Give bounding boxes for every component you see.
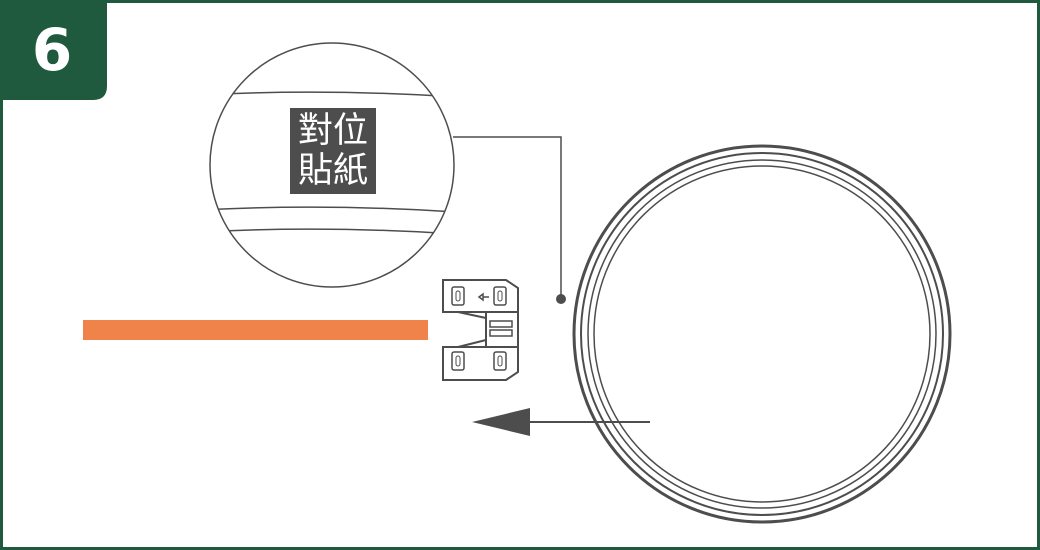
arrow-left-icon (472, 408, 650, 436)
leader-line (453, 136, 562, 299)
label-line-1: 對位 (297, 111, 368, 151)
step-number: 6 (31, 16, 73, 84)
label-line-2: 貼紙 (297, 151, 368, 191)
alignment-sticker-label: 對位 貼紙 (290, 108, 376, 194)
accent-bar (83, 320, 428, 340)
ring-icon (572, 144, 952, 524)
clip-device-icon (442, 279, 519, 381)
leader-dot (556, 294, 566, 304)
step-badge (0, 0, 107, 100)
